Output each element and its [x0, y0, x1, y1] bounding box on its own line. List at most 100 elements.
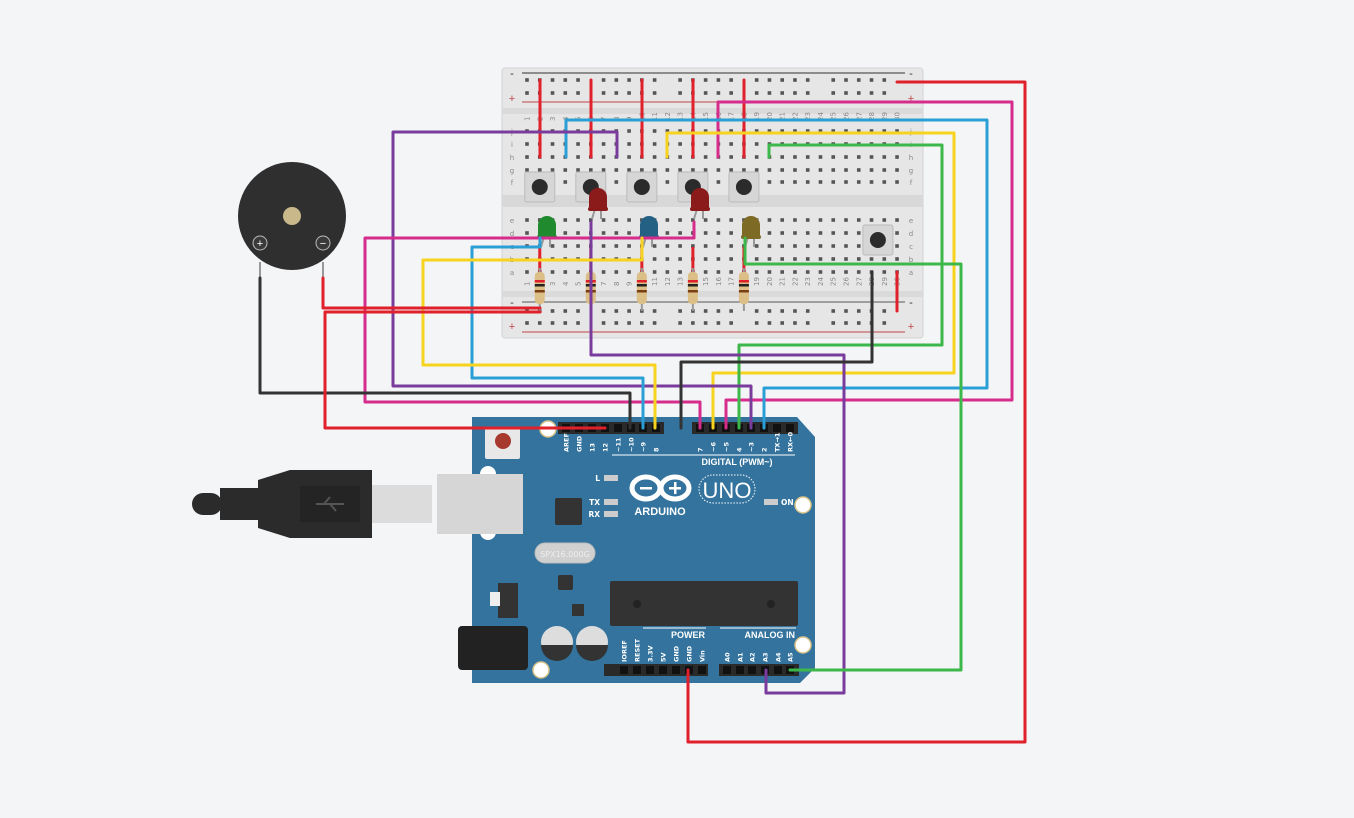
breadboard-hole[interactable] — [780, 129, 784, 133]
breadboard-hole[interactable] — [818, 244, 823, 248]
breadboard-hole[interactable] — [844, 218, 848, 222]
breadboard-hole[interactable] — [831, 78, 836, 82]
breadboard-hole[interactable] — [793, 78, 797, 82]
wire-pink[interactable] — [363, 220, 702, 430]
breadboard-hole[interactable] — [805, 257, 810, 261]
breadboard-hole[interactable] — [665, 218, 670, 222]
breadboard-hole[interactable] — [563, 180, 568, 184]
breadboard-hole[interactable] — [844, 270, 848, 274]
analog-pin[interactable] — [736, 666, 744, 674]
breadboard-hole[interactable] — [754, 155, 759, 159]
breadboard-hole[interactable] — [703, 91, 708, 95]
breadboard-hole[interactable] — [856, 218, 861, 222]
breadboard-hole[interactable] — [665, 257, 670, 261]
breadboard-hole[interactable] — [627, 309, 631, 313]
breadboard-hole[interactable] — [805, 180, 810, 184]
breadboard-hole[interactable] — [601, 309, 606, 313]
breadboard-hole[interactable] — [652, 270, 657, 274]
breadboard-hole[interactable] — [856, 155, 861, 159]
breadboard-hole[interactable] — [767, 180, 772, 184]
breadboard-hole[interactable] — [563, 78, 568, 82]
breadboard-hole[interactable] — [576, 78, 580, 82]
breadboard-hole[interactable] — [831, 309, 836, 313]
breadboard-hole[interactable] — [805, 321, 810, 325]
breadboard-hole[interactable] — [895, 129, 899, 133]
digital-pin[interactable] — [786, 424, 794, 432]
breadboard-hole[interactable] — [678, 270, 682, 274]
breadboard-hole[interactable] — [793, 218, 797, 222]
breadboard-hole[interactable] — [895, 155, 899, 159]
breadboard-hole[interactable] — [780, 270, 784, 274]
resistor[interactable] — [687, 247, 698, 311]
breadboard-hole[interactable] — [818, 231, 823, 235]
breadboard-hole[interactable] — [844, 168, 848, 172]
breadboard-hole[interactable] — [691, 244, 695, 248]
breadboard-hole[interactable] — [576, 142, 580, 146]
breadboard-hole[interactable] — [844, 180, 848, 184]
breadboard-hole[interactable] — [882, 270, 887, 274]
breadboard-hole[interactable] — [831, 231, 836, 235]
breadboard-hole[interactable] — [895, 244, 899, 248]
breadboard-hole[interactable] — [793, 168, 797, 172]
breadboard-hole[interactable] — [729, 218, 733, 222]
breadboard-hole[interactable] — [844, 129, 848, 133]
breadboard-hole[interactable] — [601, 244, 606, 248]
breadboard-hole[interactable] — [614, 168, 619, 172]
breadboard-hole[interactable] — [652, 257, 657, 261]
breadboard-hole[interactable] — [742, 168, 746, 172]
wire-green[interactable] — [743, 236, 963, 672]
breadboard-hole[interactable] — [805, 129, 810, 133]
breadboard-hole[interactable] — [831, 257, 836, 261]
breadboard-hole[interactable] — [844, 78, 848, 82]
breadboard-hole[interactable] — [754, 142, 759, 146]
breadboard-hole[interactable] — [627, 91, 631, 95]
breadboard-hole[interactable] — [576, 231, 580, 235]
breadboard-hole[interactable] — [729, 270, 733, 274]
breadboard-hole[interactable] — [614, 231, 619, 235]
breadboard-hole[interactable] — [703, 129, 708, 133]
breadboard-hole[interactable] — [767, 244, 772, 248]
breadboard-hole[interactable] — [601, 142, 606, 146]
breadboard-hole[interactable] — [525, 155, 529, 159]
breadboard-hole[interactable] — [882, 155, 887, 159]
breadboard-hole[interactable] — [882, 218, 887, 222]
breadboard-hole[interactable] — [563, 309, 568, 313]
breadboard-hole[interactable] — [818, 218, 823, 222]
breadboard-hole[interactable] — [856, 257, 861, 261]
breadboard-hole[interactable] — [831, 91, 836, 95]
breadboard-hole[interactable] — [767, 257, 772, 261]
breadboard-hole[interactable] — [665, 270, 670, 274]
breadboard-hole[interactable] — [729, 142, 733, 146]
breadboard-hole[interactable] — [601, 91, 606, 95]
breadboard-hole[interactable] — [856, 231, 861, 235]
breadboard-hole[interactable] — [754, 129, 759, 133]
breadboard-hole[interactable] — [703, 309, 708, 313]
breadboard-hole[interactable] — [767, 129, 772, 133]
breadboard-hole[interactable] — [818, 270, 823, 274]
breadboard-hole[interactable] — [729, 321, 733, 325]
breadboard-hole[interactable] — [793, 321, 797, 325]
breadboard-hole[interactable] — [895, 180, 899, 184]
breadboard-hole[interactable] — [678, 231, 682, 235]
breadboard-hole[interactable] — [652, 321, 657, 325]
breadboard-hole[interactable] — [614, 218, 619, 222]
breadboard-hole[interactable] — [652, 129, 657, 133]
breadboard-hole[interactable] — [652, 168, 657, 172]
breadboard-hole[interactable] — [550, 244, 555, 248]
breadboard-hole[interactable] — [691, 321, 695, 325]
breadboard-hole[interactable] — [614, 321, 619, 325]
breadboard-hole[interactable] — [716, 180, 721, 184]
breadboard-hole[interactable] — [652, 142, 657, 146]
breadboard-hole[interactable] — [729, 244, 733, 248]
breadboard-hole[interactable] — [882, 180, 887, 184]
breadboard-hole[interactable] — [627, 129, 631, 133]
breadboard-hole[interactable] — [844, 309, 848, 313]
breadboard-hole[interactable] — [665, 129, 670, 133]
wire-purple[interactable] — [589, 220, 846, 695]
breadboard-hole[interactable] — [525, 142, 529, 146]
breadboard-hole[interactable] — [716, 218, 721, 222]
breadboard-hole[interactable] — [793, 244, 797, 248]
breadboard-hole[interactable] — [665, 180, 670, 184]
breadboard-hole[interactable] — [627, 168, 631, 172]
